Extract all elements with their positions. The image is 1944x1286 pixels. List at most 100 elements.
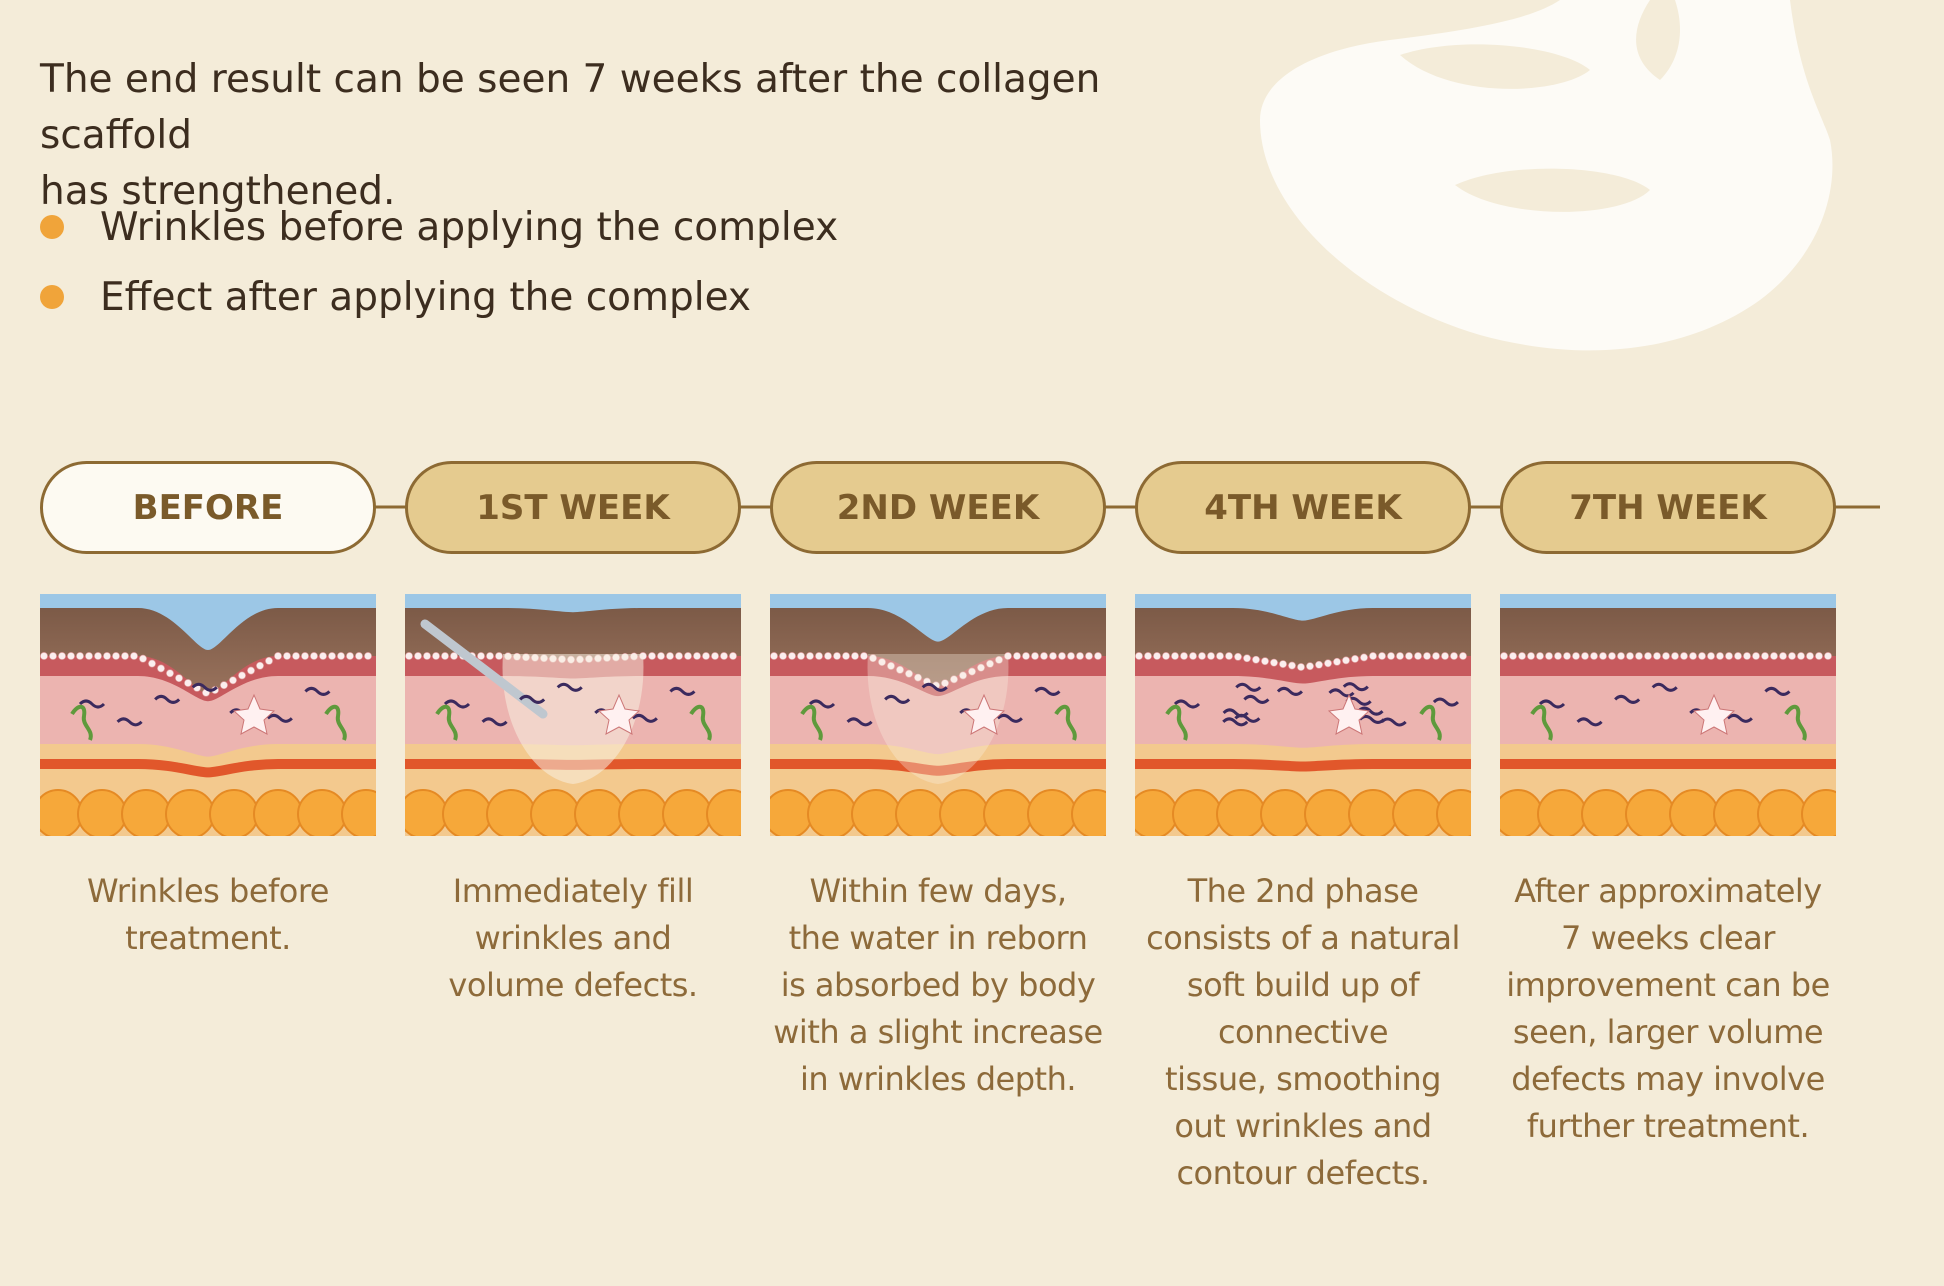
membrane-dot — [1725, 652, 1733, 660]
membrane-dot — [797, 652, 805, 660]
membrane-dot — [130, 652, 138, 660]
step-week-7: 7TH WEEK — [1500, 461, 1836, 554]
collagen-fibre — [921, 682, 948, 692]
skin-cross-section — [40, 594, 376, 836]
membrane-dot — [58, 652, 66, 660]
membrane-dot — [310, 652, 318, 660]
skin-panel-week-4 — [1135, 594, 1471, 836]
membrane-dot — [337, 652, 345, 660]
membrane-dot — [1653, 652, 1661, 660]
intro-text: The end result can be seen 7 weeks after… — [40, 57, 1101, 214]
collagen-fibre — [1342, 682, 1369, 692]
membrane-dot — [1180, 652, 1188, 660]
membrane-dot — [148, 659, 156, 668]
membrane-dot — [1252, 655, 1260, 664]
membrane-dot — [693, 652, 701, 660]
fat-cell — [770, 789, 813, 836]
elastin-fibre — [435, 704, 458, 741]
caption-week-2: Within few days, the water in reborn is … — [773, 872, 1103, 1098]
membrane-dot — [477, 652, 485, 660]
collagen-fibre — [1357, 706, 1384, 716]
membrane-dot — [1815, 652, 1823, 660]
membrane-dot — [319, 652, 327, 660]
membrane-dot — [1824, 652, 1832, 660]
skin-panel-week-2 — [770, 594, 1106, 836]
membrane-dot — [941, 679, 949, 688]
membrane-dot — [405, 652, 413, 660]
face-mask-nose — [1636, 0, 1680, 80]
fat-cell — [706, 789, 741, 836]
legend-item-after: Effect after applying the complex — [40, 262, 838, 332]
membrane-dot — [1067, 652, 1075, 660]
membrane-dot — [1189, 652, 1197, 660]
collagen-fibre — [78, 699, 106, 709]
membrane-dot — [220, 681, 228, 690]
membrane-dot — [914, 673, 922, 682]
membrane-dot — [1085, 652, 1093, 660]
membrane-dot — [779, 652, 787, 660]
legend-list: Wrinkles before applying the complex Eff… — [40, 192, 838, 332]
membrane-dot — [1752, 652, 1760, 660]
fat-cell — [574, 789, 624, 836]
membrane-dot — [977, 663, 985, 672]
membrane-dot — [1509, 652, 1517, 660]
collagen-fibre — [1651, 682, 1678, 692]
membrane-dot — [1716, 652, 1724, 660]
membrane-dot — [1207, 652, 1215, 660]
fat-cell — [895, 789, 945, 836]
fat-cell — [253, 789, 303, 836]
skin-cross-section — [1135, 594, 1471, 836]
membrane-dot — [1288, 661, 1296, 670]
membrane-dot — [1518, 652, 1526, 660]
membrane-dot — [842, 652, 850, 660]
membrane-dot — [1031, 652, 1039, 660]
collagen-fibre — [1034, 686, 1061, 696]
membrane-dot — [1306, 662, 1314, 671]
membrane-dot — [67, 652, 75, 660]
membrane-dot — [76, 652, 84, 660]
elastin-fibre — [689, 704, 712, 741]
collagen-fibre — [1538, 699, 1566, 709]
membrane-dot — [1058, 652, 1066, 660]
step-label: BEFORE — [132, 487, 284, 528]
membrane-dot — [1554, 652, 1562, 660]
membrane-dot — [995, 655, 1003, 664]
collagen-fibre — [1235, 682, 1262, 692]
membrane-dot — [684, 652, 692, 660]
membrane-dot — [1644, 652, 1652, 660]
membrane-dot — [1680, 652, 1688, 660]
membrane-dot — [1279, 660, 1287, 668]
collagen-fibre — [1432, 697, 1459, 707]
membrane-dot — [1743, 652, 1751, 660]
membrane-dot — [1216, 652, 1224, 660]
membrane-dot — [869, 654, 877, 663]
membrane-dot — [1423, 652, 1431, 660]
collagen-fibre — [304, 686, 331, 696]
membrane-dot — [1788, 652, 1796, 660]
elastin-fibre — [1054, 704, 1077, 741]
collagen-fibre — [1726, 713, 1753, 723]
fat-cell — [1027, 789, 1077, 836]
collagen-fibre — [1234, 713, 1261, 723]
membrane-dot — [328, 652, 336, 660]
membrane-dot — [1094, 652, 1102, 660]
membrane-dot — [1013, 652, 1021, 660]
membrane-dot — [1333, 657, 1341, 666]
membrane-dot — [1806, 652, 1814, 660]
fat-cell — [341, 789, 376, 836]
membrane-dot — [166, 669, 174, 678]
syringe-needle — [420, 619, 548, 719]
fat-cell — [442, 789, 492, 836]
membrane-dot — [346, 652, 354, 660]
fascia-line — [40, 759, 376, 778]
membrane-dot — [121, 652, 129, 660]
bullet-dot-icon — [40, 285, 64, 309]
membrane-dot — [806, 652, 814, 660]
membrane-dot — [887, 662, 895, 670]
membrane-dot — [1414, 652, 1422, 660]
filler-gel — [867, 654, 1009, 784]
membrane-dot — [1387, 652, 1395, 660]
membrane-dot — [905, 669, 913, 678]
membrane-dot — [878, 658, 886, 666]
elastin-fibre — [1530, 704, 1553, 741]
